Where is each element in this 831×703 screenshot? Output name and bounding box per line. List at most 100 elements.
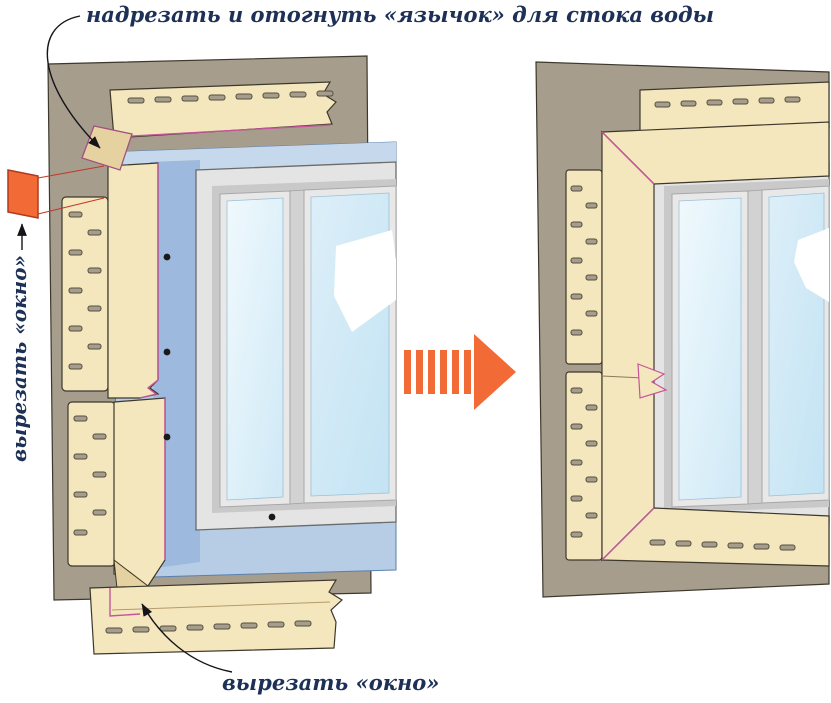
nail-strip-upper-slots-2 — [87, 229, 102, 350]
glass-pane-left — [678, 197, 742, 501]
nail-slot — [92, 433, 107, 440]
cutaway-highlight — [794, 228, 829, 302]
nail-slot — [570, 423, 583, 430]
trim-bottom-slots — [649, 539, 796, 551]
miter-seam-top — [601, 131, 655, 185]
nail-slot — [680, 100, 697, 107]
nail-strip-lower — [565, 371, 603, 561]
projection-line — [37, 165, 105, 179]
left-figure — [7, 55, 397, 655]
trim-interlock-tab — [637, 363, 668, 399]
nail-slot — [240, 622, 258, 629]
nail-slot — [570, 221, 583, 228]
annotations: надрезать и отогнуть «язычок» для стока … — [7, 2, 714, 695]
trim-left-joint — [601, 375, 645, 379]
nail-strip-lower — [67, 401, 116, 567]
nail-slot — [186, 624, 204, 631]
trim-left-face — [601, 130, 655, 562]
nail-slot — [87, 267, 102, 274]
nail-slot — [316, 90, 334, 97]
nail-slot — [68, 363, 83, 370]
nail-slot — [267, 621, 285, 628]
annotation-top: надрезать и отогнуть «язычок» для стока … — [86, 2, 714, 27]
nail-slot — [706, 99, 723, 106]
nail-slot — [73, 529, 88, 536]
nail-strip-lower-slots-2 — [92, 433, 107, 516]
nail-slot — [127, 97, 145, 104]
projection-line — [37, 197, 105, 215]
nail-slot — [784, 96, 801, 103]
annotation-bottom: вырезать «окно» — [222, 670, 439, 695]
nail-slot — [753, 543, 770, 550]
nail-slot — [585, 202, 598, 209]
nail-slot — [585, 512, 598, 519]
nail-strip-lower-slots — [570, 387, 583, 538]
leader-line-top — [46, 15, 101, 149]
mullion — [289, 189, 305, 505]
nail-slot — [87, 343, 102, 350]
fastener-dot — [163, 433, 171, 441]
glass-pane-left — [226, 197, 284, 501]
nail-slot — [68, 211, 83, 218]
fastener-dot — [163, 348, 171, 356]
nail-slot — [727, 542, 744, 549]
siding-top-piece-slots — [127, 90, 334, 104]
nail-slot — [649, 539, 666, 546]
nail-slot — [570, 531, 583, 538]
nail-slot — [701, 541, 718, 548]
nail-slot — [68, 325, 83, 332]
nail-slot — [570, 329, 583, 336]
j-channel-lower — [113, 397, 166, 587]
cutout-swatch — [7, 169, 39, 219]
nail-strip-lower-slots-2 — [585, 404, 598, 519]
nail-slot — [92, 509, 107, 516]
fastener-dot — [268, 513, 276, 521]
nail-strip-upper — [61, 196, 109, 392]
mullion — [747, 189, 763, 505]
nail-slot — [654, 101, 671, 108]
nail-strip-upper-slots — [570, 185, 583, 336]
nail-slot — [585, 274, 598, 281]
nail-slot — [294, 620, 312, 627]
nail-strip-lower-slots — [73, 415, 88, 536]
annotation-left-vertical: вырезать «окно» — [7, 255, 31, 462]
nail-slot — [73, 453, 88, 460]
nail-slot — [73, 491, 88, 498]
nail-slot — [675, 540, 692, 547]
nail-slot — [585, 238, 598, 245]
nail-slot — [68, 249, 83, 256]
trim-top-hem-slots — [654, 96, 801, 108]
nail-slot — [159, 625, 177, 632]
bottom-trim-piece — [89, 579, 343, 655]
nail-slot — [235, 93, 253, 100]
nail-slot — [779, 544, 796, 551]
nail-slot — [87, 305, 102, 312]
nail-slot — [154, 96, 172, 103]
transition-arrow-icon — [404, 334, 516, 410]
fastener-dot — [163, 253, 171, 261]
nail-slot — [208, 94, 226, 101]
nail-slot — [570, 185, 583, 192]
nail-strip-upper-slots — [68, 211, 83, 370]
nail-slot — [570, 459, 583, 466]
nail-slot — [87, 229, 102, 236]
nail-slot — [73, 415, 88, 422]
nail-slot — [289, 91, 307, 98]
nail-slot — [105, 627, 123, 634]
nail-slot — [585, 404, 598, 411]
nail-slot — [585, 310, 598, 317]
nail-slot — [570, 257, 583, 264]
nail-slot — [570, 293, 583, 300]
nail-slot — [732, 98, 749, 105]
window — [647, 161, 830, 531]
j-channel-upper-edge — [139, 163, 159, 399]
nail-slot — [181, 95, 199, 102]
nail-slot — [585, 476, 598, 483]
miter-seam-bottom — [601, 507, 655, 561]
window — [195, 161, 397, 531]
nail-slot — [132, 626, 150, 633]
j-channel-upper — [107, 162, 160, 399]
nail-slot — [570, 387, 583, 394]
